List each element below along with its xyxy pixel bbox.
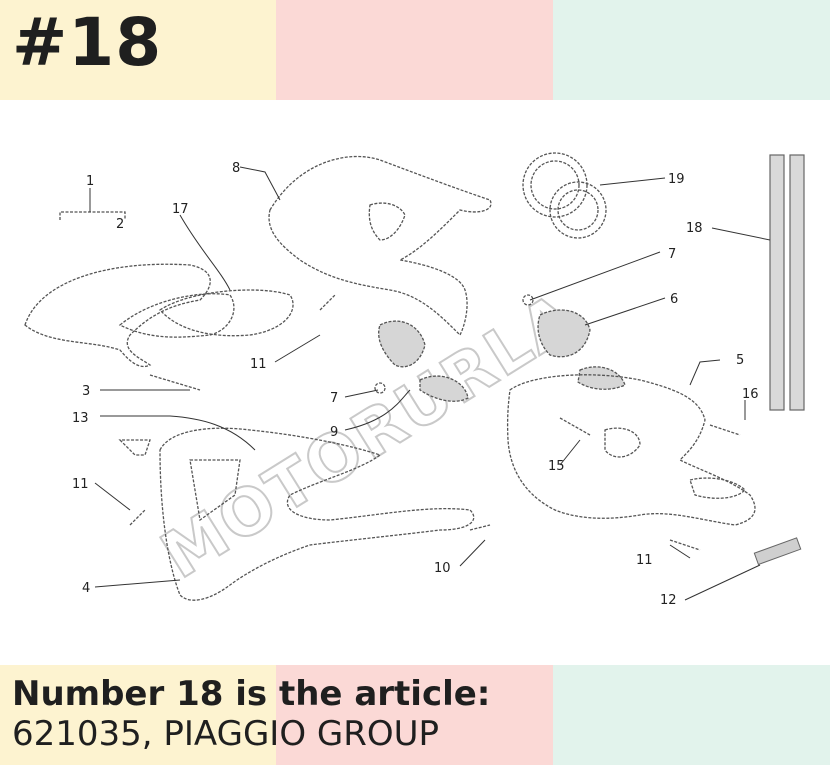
- right-shield-part: [506, 374, 756, 526]
- part-label: 10: [434, 561, 451, 576]
- header-color-band: [0, 0, 830, 100]
- mudguard-inner-part: [159, 289, 294, 337]
- footer-band-mint: [553, 665, 830, 765]
- page-title: #18: [12, 4, 163, 81]
- grill-right-part: [537, 309, 626, 390]
- part-label: 13: [72, 411, 89, 426]
- part-number-labels: 1 2 3 4 5 6 7 7 8 9 10 11 11 11 12 13 15…: [72, 161, 759, 608]
- part-label: 6: [670, 292, 678, 307]
- part-label: 16: [742, 387, 759, 402]
- part-label: 15: [548, 459, 565, 474]
- part-label: 2: [116, 217, 124, 232]
- part-label: 17: [172, 202, 189, 217]
- part-label: 11: [72, 477, 89, 492]
- footer-color-band: [0, 665, 830, 765]
- part-label: 4: [82, 581, 90, 596]
- part-label: 1: [86, 174, 94, 189]
- parts-diagram: MOTORURLA: [24, 152, 805, 608]
- leg-shield-part: [159, 427, 475, 601]
- article-caption-heading: Number 18 is the article:: [12, 674, 491, 714]
- part-label: 9: [330, 425, 338, 440]
- part-label: 8: [232, 161, 240, 176]
- part-label: 5: [736, 353, 744, 368]
- article-caption-detail: 621035, PIAGGIO GROUP: [12, 714, 440, 754]
- header-band-yellow: [0, 0, 276, 100]
- trim-strips-part: [769, 154, 805, 411]
- grill-left-part: [378, 320, 469, 402]
- header-band-mint: [553, 0, 830, 100]
- watermark-text: MOTORURLA: [149, 279, 591, 593]
- footer-band-pink: [276, 665, 553, 765]
- part-label: 3: [82, 384, 90, 399]
- part-label: 7: [668, 247, 676, 262]
- part-label: 11: [636, 553, 653, 568]
- part-label: 19: [668, 172, 685, 187]
- part-label: 18: [686, 221, 703, 236]
- front-mudguard-part: [24, 211, 235, 456]
- leader-lines: [89, 166, 771, 601]
- seal-rings-part: [522, 152, 607, 239]
- part-label: 7: [330, 391, 338, 406]
- part-label: 11: [250, 357, 267, 372]
- footer-band-yellow: [0, 665, 276, 765]
- part-label: 12: [660, 593, 677, 608]
- header-band-pink: [276, 0, 553, 100]
- handlebar-cover-part: [268, 155, 492, 337]
- screws-and-clips: [129, 294, 802, 566]
